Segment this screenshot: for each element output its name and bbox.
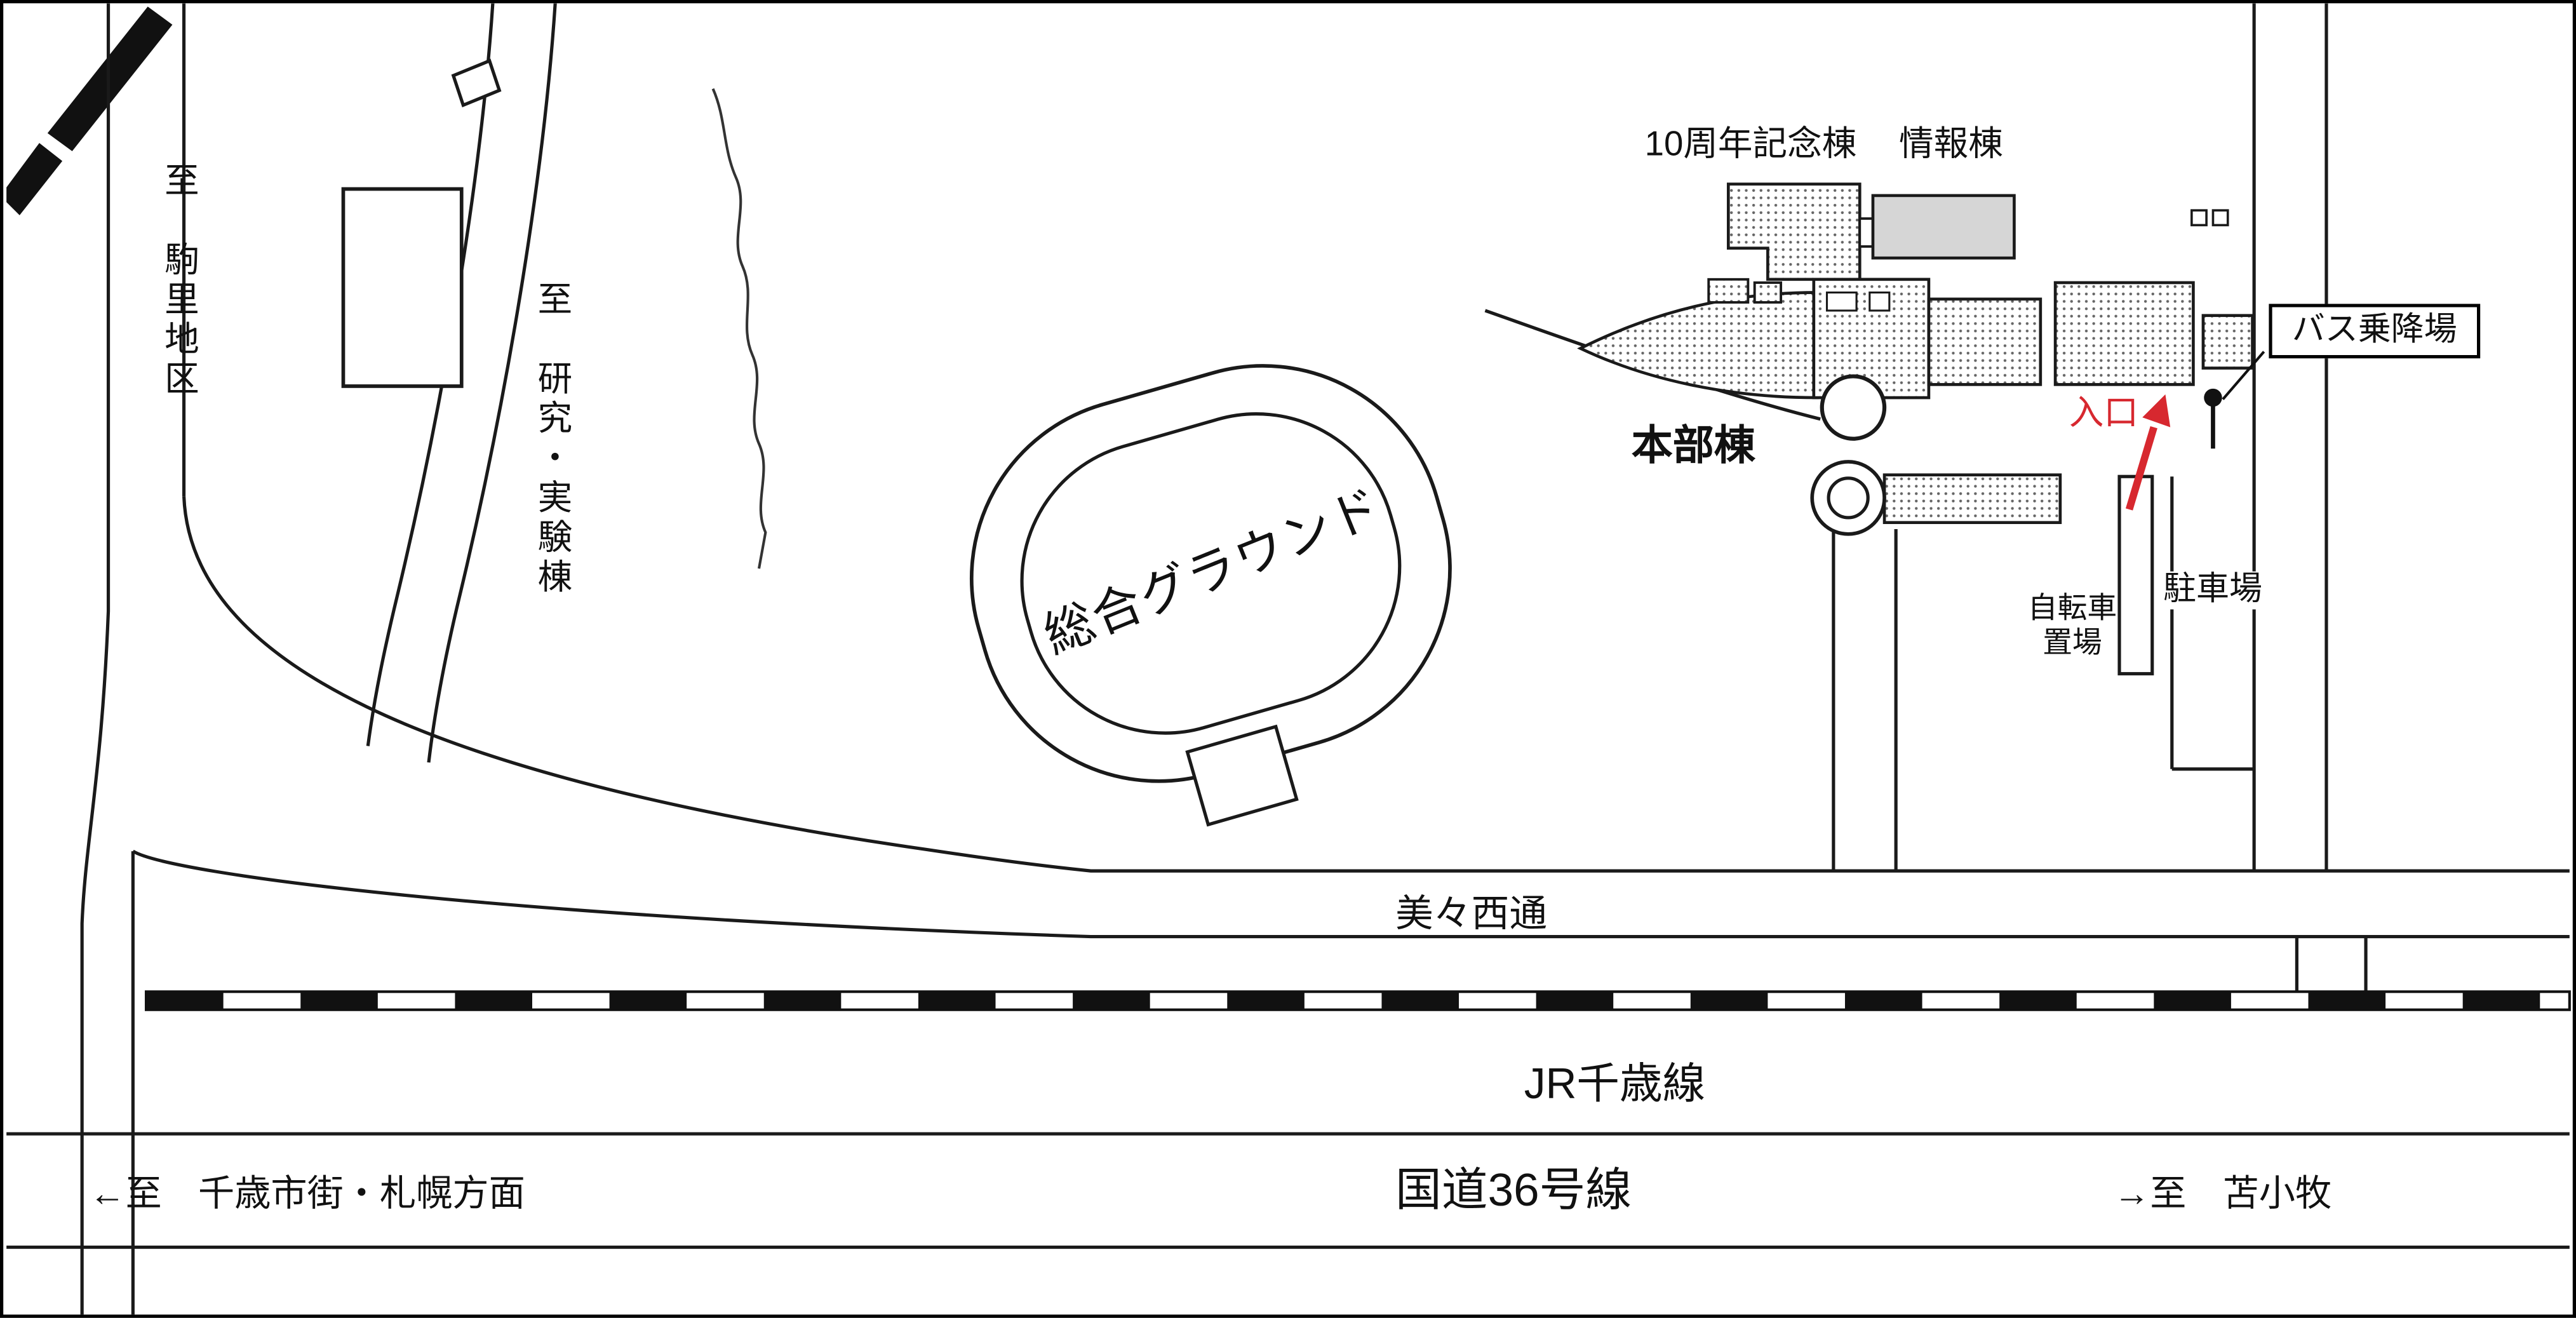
bibi-nishi-street-north-edge xyxy=(182,496,2570,873)
red-arrow-up-icon xyxy=(2125,394,2171,511)
main-building-courtyard-b xyxy=(1868,291,1891,312)
label-bicycle-parking: 自転車 置場 xyxy=(2027,591,2117,659)
label-parking: 駐車場 xyxy=(2163,571,2262,610)
label-route36: 国道36号線 xyxy=(1395,1164,1632,1216)
bus-stop-sign-head xyxy=(2204,388,2222,407)
label-information-building: 情報棟 xyxy=(1899,125,2003,164)
bibi-nishi-street-south-edge xyxy=(132,849,2570,939)
main-building-annex-b xyxy=(1753,281,1783,304)
left-road-west-line xyxy=(80,3,111,1315)
small-shed-building xyxy=(451,58,502,108)
south-wing-building xyxy=(1882,473,2062,525)
label-to-kenkyu-jikken: 至 研究・実験棟 xyxy=(533,280,572,598)
bus-stop-leader-line xyxy=(2222,351,2265,401)
main-building-courtyard-a xyxy=(1825,291,1858,312)
main-building-west-wing xyxy=(1577,291,1819,400)
label-entrance: 入口 xyxy=(2069,394,2138,433)
campus-buildings xyxy=(1577,182,2254,536)
information-building xyxy=(1871,194,2016,260)
railway-segment xyxy=(300,992,378,1010)
railway-segment xyxy=(609,992,687,1010)
railway-segment xyxy=(146,992,224,1010)
railway-segment xyxy=(1227,992,1305,1010)
map-edge-road-mark-upper xyxy=(47,6,173,152)
entrance-arrow-shaft xyxy=(2125,426,2157,511)
label-anniversary-building: 10周年記念棟 xyxy=(1644,125,1857,164)
railway-segment xyxy=(1844,992,1922,1010)
ground-side-building xyxy=(1185,724,1299,827)
label-jr-chitose-line: JR千歳線 xyxy=(1524,1058,1706,1108)
field-building xyxy=(341,187,464,388)
railway-segment xyxy=(1999,992,2077,1010)
small-annex-building xyxy=(2201,314,2254,370)
stream-line xyxy=(711,88,767,569)
railway-segment xyxy=(1073,992,1150,1010)
railway-segment xyxy=(1381,992,1459,1010)
jr-railway-line xyxy=(144,990,2571,1011)
label-to-tomakomai: →至 苫小牧 xyxy=(2114,1172,2332,1214)
label-main-building: 本部棟 xyxy=(1631,422,1755,469)
athletic-ground-inner-ring xyxy=(1020,412,1402,735)
tiny-structure-a xyxy=(2190,209,2208,227)
label-to-komasato: 至 駒里地区 xyxy=(160,161,199,400)
main-building-annex-a xyxy=(1707,278,1750,304)
bicycle-shed xyxy=(2117,474,2154,676)
railway-segment xyxy=(1690,992,1768,1010)
building-connector xyxy=(1858,217,1874,248)
railway-segment xyxy=(455,992,532,1010)
railway-segment xyxy=(2462,992,2540,1010)
railway-segment xyxy=(2154,992,2231,1010)
label-bibi-nishi-street: 美々西通 xyxy=(1395,892,1548,935)
kenkyu-road-east-line xyxy=(427,3,557,763)
entrance-arrow-head xyxy=(2142,394,2171,427)
bus-stop-pole-icon xyxy=(2204,388,2222,449)
map-line-art xyxy=(6,3,2571,1315)
railway-segment xyxy=(1536,992,1614,1010)
ground-side-building-group xyxy=(1185,724,1299,827)
railway-segment xyxy=(2308,992,2386,1010)
kenkyu-road-west-line xyxy=(366,3,495,746)
main-building-east-block xyxy=(1927,297,2043,386)
tiny-structure-b xyxy=(2211,209,2229,227)
railway-segment xyxy=(918,992,996,1010)
ring-structure-inner xyxy=(1827,476,1870,520)
railway-segment xyxy=(763,992,842,1010)
anniversary-building xyxy=(1726,182,1862,281)
entrance-building xyxy=(2053,281,2195,386)
map-edge-road-mark-lower xyxy=(6,143,63,215)
rotary-circle xyxy=(1820,374,1887,441)
bus-stop-label-box: バス乗降場 xyxy=(2269,304,2481,359)
label-to-chitose-sapporo: ←至 千歳市街・札幌方面 xyxy=(89,1172,525,1214)
